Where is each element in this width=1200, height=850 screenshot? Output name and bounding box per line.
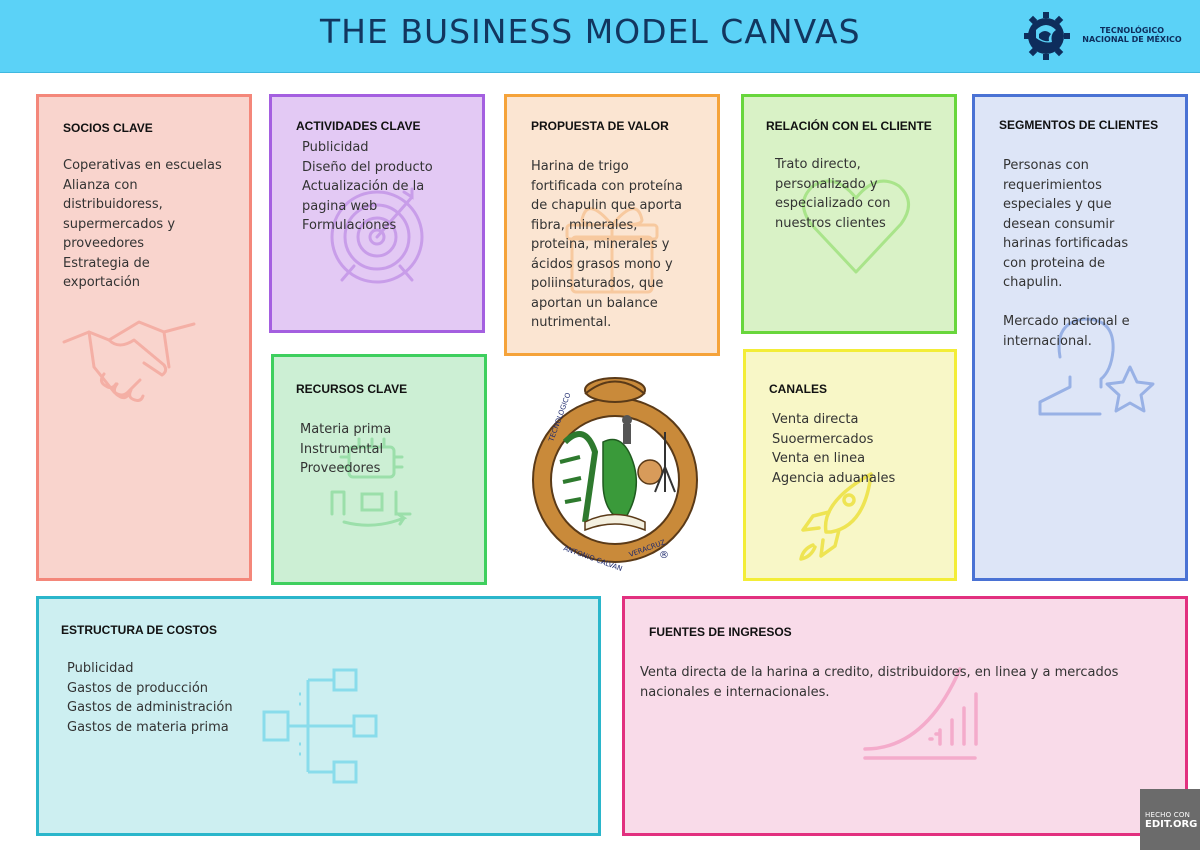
text-line: Diseño del producto — [302, 159, 433, 175]
text-line: Publicidad — [302, 140, 369, 155]
segmentos-title: SEGMENTOS DE CLIENTES — [999, 118, 1159, 132]
text-line: ácidos grasos mono y — [531, 256, 673, 272]
canales-title: CANALES — [769, 382, 828, 396]
text-line: Trato directo, — [775, 157, 861, 172]
canales-text: Venta directa Suoermercados Venta en lin… — [772, 410, 895, 488]
text-line: nuestros clientes — [775, 215, 886, 231]
text-line: Formulaciones — [302, 218, 397, 233]
block-canales: CANALES Venta directa Suoermercados Vent… — [743, 349, 957, 581]
handshake-icon — [62, 320, 196, 402]
costos-title: ESTRUCTURA DE COSTOS — [61, 623, 218, 637]
tecnm-line1: TECNOLÓGICO — [1099, 26, 1165, 35]
block-propuesta-de-valor: PROPUESTA DE VALOR Harina de trigo forti… — [504, 94, 720, 356]
page-title: THE BUSINESS MODEL CANVAS — [320, 12, 861, 51]
text-line: Estrategia de — [63, 255, 150, 271]
tecnm-logo — [1024, 12, 1070, 60]
text-line: Proveedores — [300, 461, 381, 476]
badge-line1: HECHO CON — [1145, 811, 1191, 819]
text-line: Personas con — [1003, 158, 1089, 173]
propuesta-text: Harina de trigo fortificada con proteína… — [531, 157, 683, 333]
text-line: Venta en linea — [772, 451, 866, 466]
gear-emblem-icon — [1024, 12, 1070, 60]
text-line: chapulin. — [1003, 275, 1063, 290]
text-line: fibra, minerales, — [531, 217, 638, 233]
block-socios-clave: SOCIOS CLAVE Coperativas en escuelas Ali… — [36, 94, 252, 581]
text-line: Alianza con — [63, 177, 138, 193]
text-line: Venta directa de la harina a credito, di… — [640, 665, 1119, 680]
text-line: Venta directa — [772, 412, 859, 427]
text-line: Materia prima — [300, 422, 392, 437]
text-line: con proteina de — [1003, 255, 1106, 271]
tecnm-logo-text: TECNOLÓGICO NACIONAL DE MÉXICO — [1066, 26, 1198, 44]
text-line: internacional. — [1003, 333, 1092, 349]
fuentes-title: FUENTES DE INGRESOS — [649, 625, 792, 639]
socios-title: SOCIOS CLAVE — [63, 121, 153, 135]
relacion-text: Trato directo, personalizado y especiali… — [775, 155, 890, 233]
recursos-title: RECURSOS CLAVE — [296, 382, 408, 396]
text-line: nacionales e internacionales. — [640, 684, 830, 700]
socios-text: Coperativas en escuelas Alianza con dist… — [63, 156, 222, 293]
target-icon — [330, 187, 424, 284]
text-line: fortificada con proteína — [531, 178, 683, 194]
gift-icon — [565, 207, 659, 294]
text-line: de chapulin que aporta — [531, 198, 683, 213]
block-actividades-clave: ACTIVIDADES CLAVE Publicidad Diseño del … — [269, 94, 485, 333]
text-line: Gastos de producción — [67, 680, 209, 696]
text-line — [1003, 293, 1130, 313]
relacion-title: RELACIÓN CON EL CLIENTE — [766, 119, 932, 133]
text-line: proveedores — [63, 236, 144, 251]
text-line: Suoermercados — [772, 431, 874, 447]
propuesta-title: PROPUESTA DE VALOR — [531, 119, 669, 133]
text-line: Gastos de materia prima — [67, 719, 229, 735]
resources-icon — [330, 437, 412, 527]
text-line: Mercado nacional e — [1003, 314, 1130, 329]
actividades-title: ACTIVIDADES CLAVE — [296, 119, 421, 133]
text-line: aportan un balance — [531, 295, 658, 311]
text-line: nutrimental. — [531, 315, 612, 330]
text-line: harinas fortificadas — [1003, 236, 1129, 251]
text-line: distribuidoress, — [63, 197, 163, 212]
text-line: Actualización de la — [302, 179, 425, 194]
text-line: poliinsaturados, que — [531, 276, 664, 291]
text-line: pagina web — [302, 198, 378, 214]
block-relacion-con-el-cliente: RELACIÓN CON EL CLIENTE Trato directo, p… — [741, 94, 957, 334]
heart-icon — [802, 179, 910, 274]
rocket-icon — [799, 472, 873, 561]
text-line: Instrumental — [300, 441, 384, 457]
registered-mark: ® — [659, 550, 669, 561]
text-line: personalizado y — [775, 176, 878, 192]
text-line: proteina, minerales y — [531, 237, 670, 252]
text-line: Coperativas en escuelas — [63, 158, 222, 173]
institution-seal: TECNOLOGICO ANTONIO CALVAN VERACRUZ ® — [532, 377, 698, 572]
text-line: especiales y que — [1003, 197, 1112, 212]
segmentos-text: Personas con requerimientos especiales y… — [1003, 156, 1130, 351]
block-fuentes-de-ingresos: FUENTES DE INGRESOS Venta directa de la … — [622, 596, 1188, 836]
text-line: requerimientos — [1003, 177, 1102, 193]
hierarchy-icon — [262, 668, 378, 784]
block-estructura-de-costos: ESTRUCTURA DE COSTOS Publicidad Gastos d… — [36, 596, 601, 836]
badge-line2: EDIT.ORG — [1145, 819, 1198, 830]
header-bar: THE BUSINESS MODEL CANVAS TECNOLÓGICO NA… — [0, 0, 1200, 73]
edit-org-badge[interactable]: HECHO CON EDIT.ORG — [1140, 789, 1200, 850]
person-star-icon — [1038, 317, 1155, 416]
text-line: desean consumir — [1003, 216, 1115, 232]
growth-chart-icon — [863, 667, 978, 760]
text-line: Harina de trigo — [531, 159, 629, 174]
seal-emblem-icon — [532, 377, 698, 563]
recursos-text: Materia prima Instrumental Proveedores — [300, 420, 391, 479]
text-line: Agencia aduanales — [772, 470, 896, 486]
block-recursos-clave: RECURSOS CLAVE Materia prima Instrumenta… — [271, 354, 487, 585]
fuentes-text: Venta directa de la harina a credito, di… — [640, 663, 1118, 702]
block-segmentos-de-clientes: SEGMENTOS DE CLIENTES Personas con reque… — [972, 94, 1188, 581]
costos-text: Publicidad Gastos de producción Gastos d… — [67, 659, 233, 737]
text-line: Gastos de administración — [67, 700, 233, 715]
actividades-text: Publicidad Diseño del producto Actualiza… — [302, 138, 433, 236]
text-line: supermercados y — [63, 216, 176, 232]
text-line: Publicidad — [67, 661, 134, 676]
tecnm-line2: NACIONAL DE MÉXICO — [1082, 35, 1182, 44]
text-line: especializado con — [775, 196, 891, 211]
text-line: exportación — [63, 275, 141, 290]
